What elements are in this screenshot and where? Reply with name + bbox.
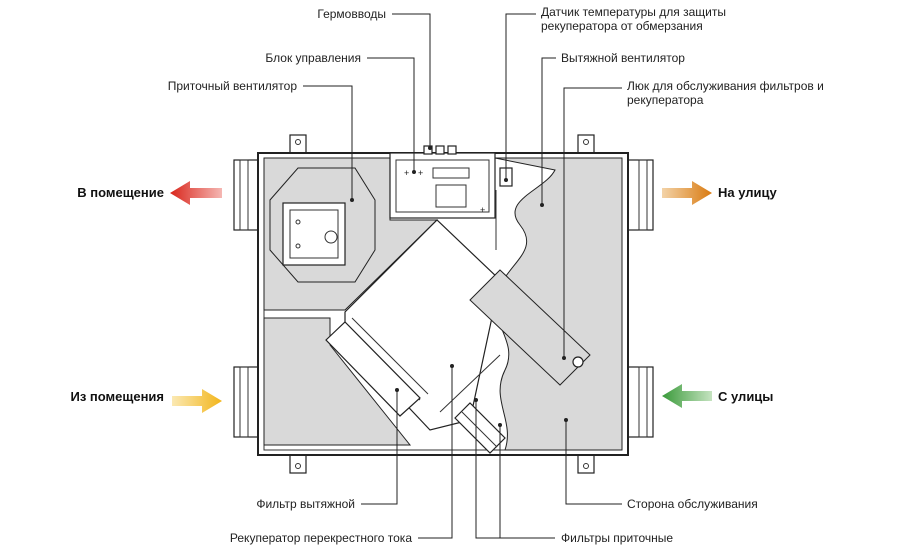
label-recuperator: Рекуператор перекрестного тока [230, 531, 412, 545]
arrow-to-street [662, 181, 712, 205]
svg-text:+: + [404, 168, 409, 178]
svg-text:+: + [480, 205, 485, 215]
supply-filter-cartridges [454, 402, 506, 454]
label-from-room: Из помещения [70, 389, 164, 404]
label-hatch-line1: Люк для обслуживания фильтров и [627, 79, 824, 93]
label-control-unit: Блок управления [265, 51, 361, 65]
label-to-room: В помещение [77, 185, 164, 200]
left-lower-zone [263, 317, 412, 446]
label-temp-sensor-line2: рекуператора от обмерзания [541, 19, 703, 33]
label-service-side: Сторона обслуживания [627, 497, 758, 511]
label-exhaust-filter: Фильтр вытяжной [256, 497, 355, 511]
cable-glands [423, 145, 457, 155]
leader-lines [303, 13, 622, 539]
arrow-from-room [172, 389, 222, 413]
duct-connectors [233, 159, 654, 438]
label-from-street: С улицы [718, 389, 773, 404]
svg-text:+: + [418, 168, 423, 178]
label-supply-filters: Фильтры приточные [561, 531, 673, 545]
label-to-street: На улицу [718, 185, 778, 200]
service-hatch [469, 269, 591, 386]
arrow-to-room [170, 181, 222, 205]
label-hatch-line2: рекуператора [627, 93, 704, 107]
label-glands: Гермовводы [317, 7, 386, 21]
label-temp-sensor-line1: Датчик температуры для защиты [541, 5, 726, 19]
control-unit-box: + + + [389, 152, 496, 219]
label-exhaust-fan: Вытяжной вентилятор [561, 51, 685, 65]
supply-fan [269, 167, 376, 283]
arrow-from-street [662, 384, 712, 408]
mounting-brackets [289, 134, 595, 474]
label-supply-fan: Приточный вентилятор [168, 79, 298, 93]
